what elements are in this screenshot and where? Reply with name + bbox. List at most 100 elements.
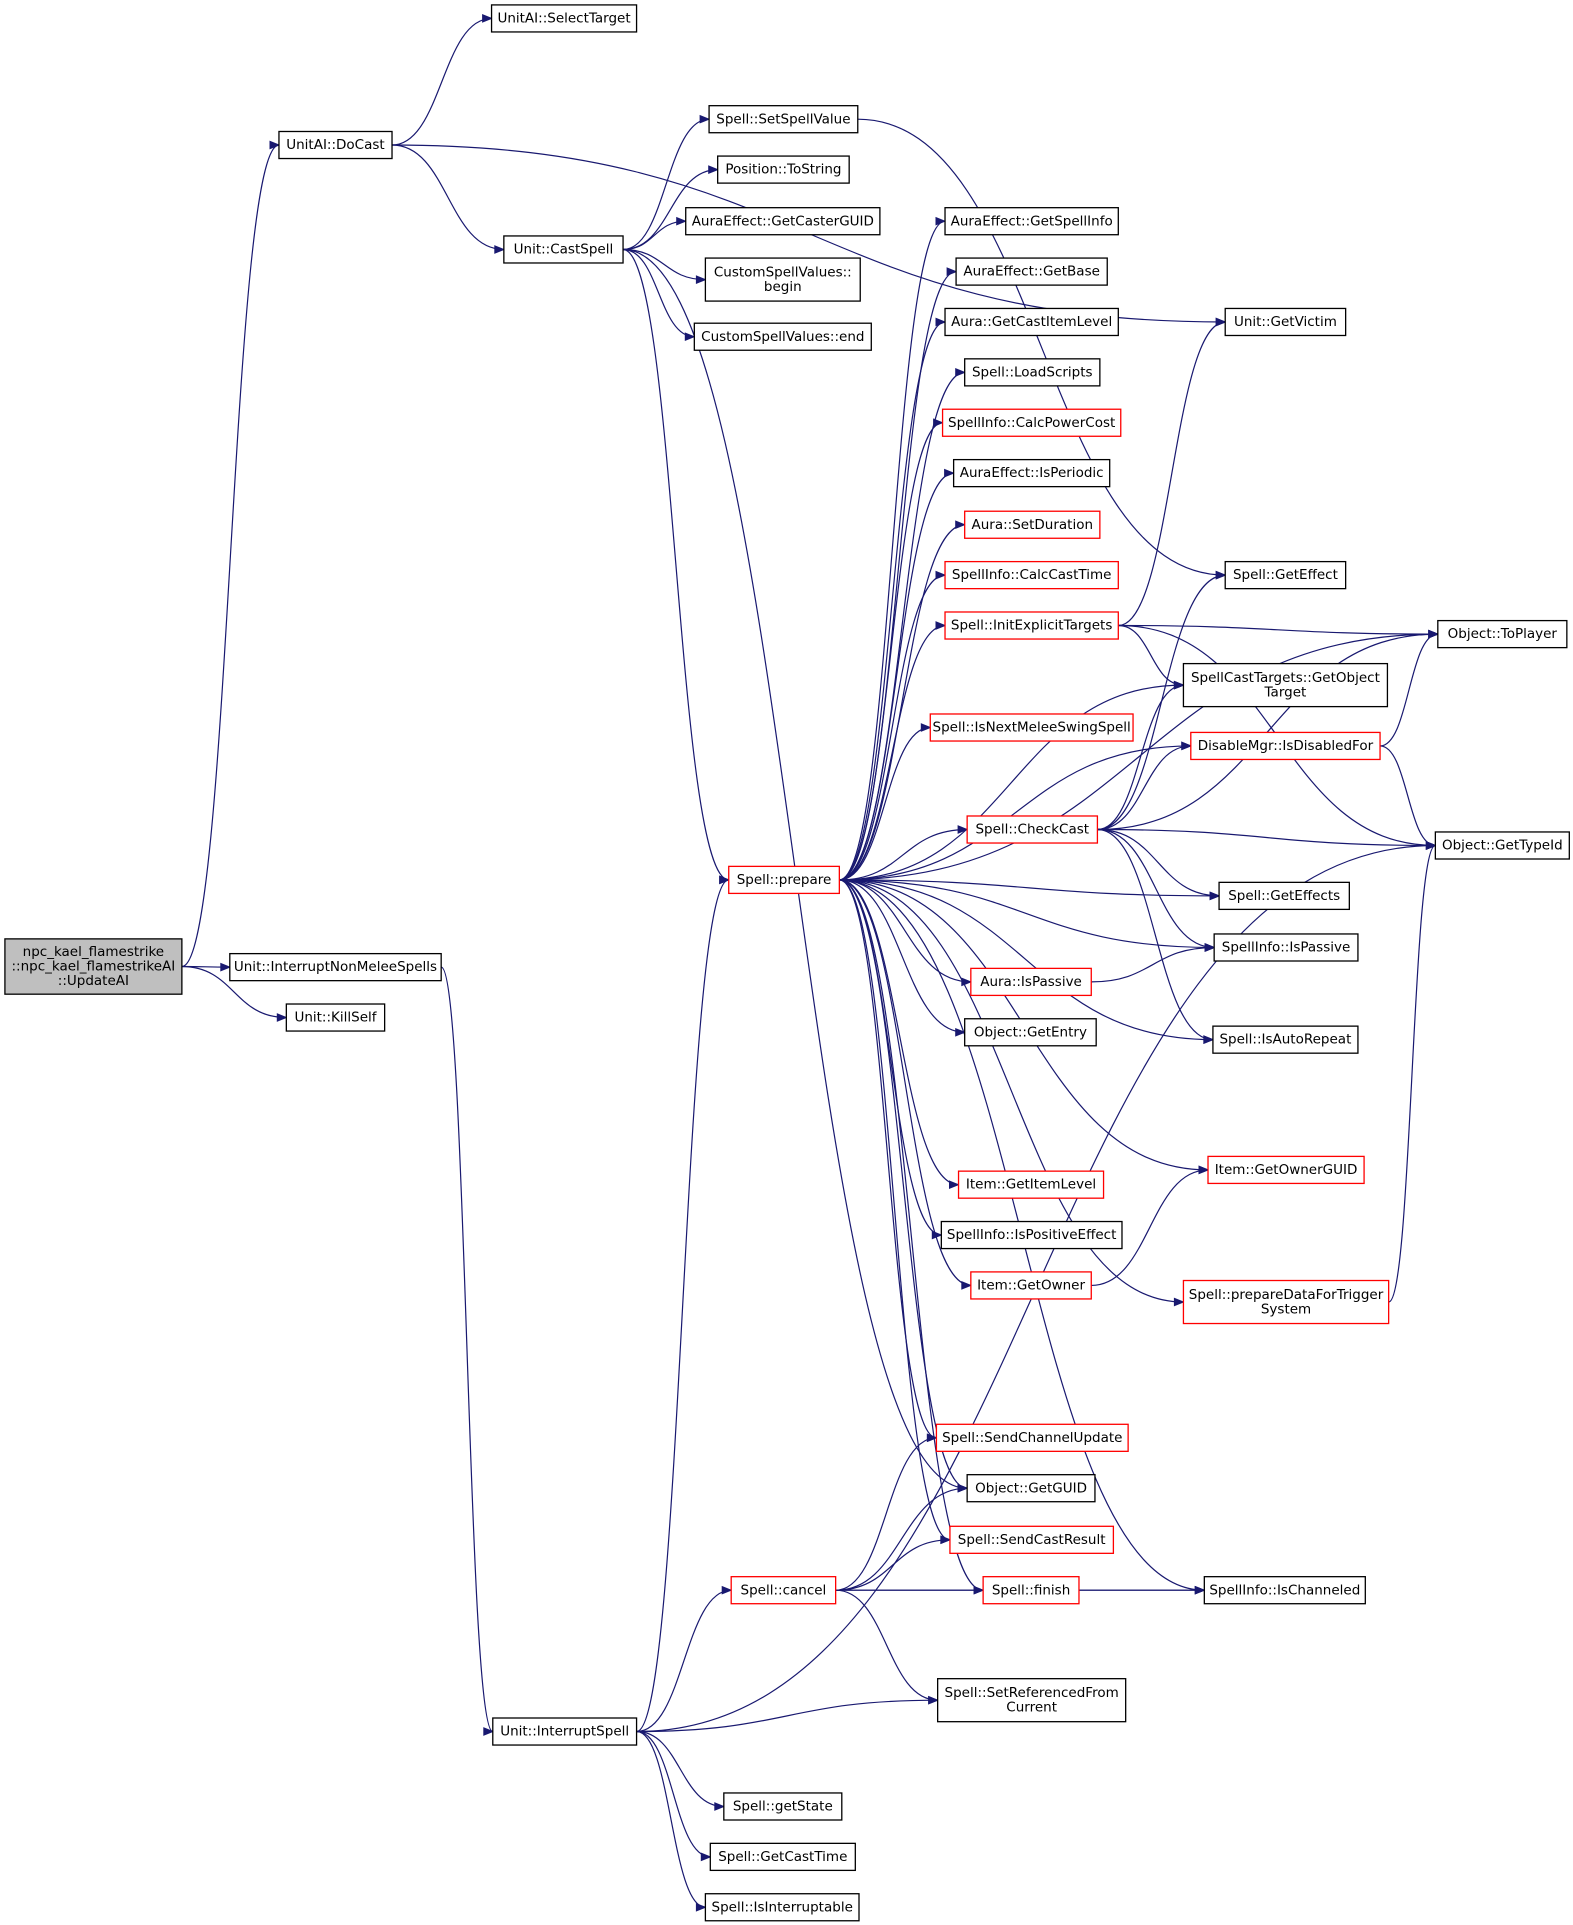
node-checkCast[interactable]: Spell::CheckCast — [966, 815, 1099, 844]
node-siIsPassive[interactable]: SpellInfo::IsPassive — [1213, 933, 1359, 962]
node-aeIsPeriodic[interactable]: AuraEffect::IsPeriodic — [952, 458, 1111, 488]
node-getState[interactable]: Spell::getState — [723, 1792, 843, 1821]
node-label: Unit::KillSelf — [294, 1010, 377, 1026]
node-getVictim[interactable]: Unit::GetVictim — [1224, 307, 1347, 337]
node-getTypeId[interactable]: Object::GetTypeId — [1434, 831, 1570, 860]
node-csvEnd[interactable]: CustomSpellValues::end — [693, 322, 872, 351]
node-getEffect[interactable]: Spell::GetEffect — [1224, 560, 1347, 590]
node-label: Spell::GetEffect — [1233, 567, 1338, 583]
node-initExplicitTargets[interactable]: Spell::InitExplicitTargets — [944, 611, 1119, 640]
node-box — [1437, 619, 1568, 649]
node-label: Unit::GetVictim — [1234, 314, 1337, 330]
node-box — [1182, 1279, 1390, 1325]
edge-checkCast-to-getTypeId — [1097, 828, 1437, 850]
node-isNextMelee[interactable]: Spell::IsNextMeleeSwingSpell — [929, 713, 1134, 742]
edge-path — [839, 684, 1184, 881]
edge-prepare-to-initExplicitTargets — [839, 621, 947, 881]
node-label: Spell::SendCastResult — [958, 1532, 1106, 1548]
node-objGetEntry[interactable]: Object::GetEntry — [964, 1018, 1097, 1047]
node-aeGetBase[interactable]: AuraEffect::GetBase — [955, 257, 1108, 286]
node-label: DisableMgr::IsDisabledFor — [1198, 738, 1374, 754]
node-box — [730, 1576, 837, 1605]
node-itemGetOwner[interactable]: Item::GetOwner — [970, 1271, 1092, 1300]
node-label: Spell::LoadScripts — [972, 364, 1093, 380]
node-auraIsPassive[interactable]: Aura::IsPassive — [970, 967, 1092, 997]
node-isInterruptable[interactable]: Spell::IsInterruptable — [704, 1893, 860, 1922]
node-calcPowerCost[interactable]: SpellInfo::CalcPowerCost — [941, 408, 1122, 437]
node-box — [490, 4, 638, 33]
edge-prepare-to-calcPowerCost — [839, 418, 944, 881]
edge-path — [636, 1730, 711, 1858]
node-sendChannelUpdate[interactable]: Spell::SendChannelUpdate — [935, 1423, 1129, 1452]
arrowhead — [1173, 680, 1185, 690]
node-objGetGUID[interactable]: Object::GetGUID — [966, 1474, 1096, 1503]
node-auraSetDuration[interactable]: Aura::SetDuration — [964, 510, 1101, 539]
node-label: Object::GetTypeId — [1442, 838, 1563, 854]
node-getCasterGUID[interactable]: AuraEffect::GetCasterGUID — [685, 207, 881, 236]
node-box — [964, 358, 1101, 387]
node-isChanneled[interactable]: SpellInfo::IsChanneled — [1203, 1576, 1366, 1605]
edge-prepare-to-prepareDataForTrigger — [839, 879, 1185, 1307]
node-castSpell[interactable]: Unit::CastSpell — [503, 235, 624, 264]
node-sendCastResult[interactable]: Spell::SendCastResult — [949, 1525, 1115, 1554]
node-disableMgr[interactable]: DisableMgr::IsDisabledFor — [1190, 731, 1381, 761]
node-csvBegin[interactable]: CustomSpellValues::begin — [704, 257, 861, 302]
edge-auraIsPassive-to-siIsPassive — [1091, 943, 1216, 983]
node-interruptSpell[interactable]: Unit::InterruptSpell — [492, 1717, 638, 1746]
edge-path — [1097, 828, 1213, 1041]
edge-path — [1118, 624, 1184, 686]
node-doCast[interactable]: UnitAI::DoCast — [278, 130, 393, 160]
arrowhead — [1194, 1585, 1206, 1595]
edge-prepare-to-sendCastResult — [839, 879, 952, 1545]
node-box — [704, 257, 861, 302]
node-box — [229, 952, 442, 982]
node-prepare[interactable]: Spell::prepare — [728, 865, 840, 895]
edge-path — [835, 1437, 937, 1591]
arrowhead — [1198, 1165, 1210, 1175]
arrowhead — [1173, 1297, 1185, 1307]
node-box — [944, 307, 1119, 337]
node-box — [492, 1717, 638, 1746]
edge-path — [392, 144, 504, 251]
node-getOwnerGUID[interactable]: Item::GetOwnerGUID — [1207, 1155, 1365, 1185]
arrowhead — [1215, 570, 1227, 580]
node-label: Spell::SendChannelUpdate — [942, 1430, 1122, 1446]
edge-path — [839, 726, 931, 881]
node-toPlayer[interactable]: Object::ToPlayer — [1437, 619, 1568, 649]
node-auraGetCastItemLevel[interactable]: Aura::GetCastItemLevel — [944, 307, 1119, 337]
node-getCastTime[interactable]: Spell::GetCastTime — [709, 1842, 856, 1872]
edge-castSpell-to-setSpellValue — [623, 114, 711, 251]
edge-prepare-to-objGetGUID — [839, 879, 969, 1493]
arrowhead — [695, 275, 707, 284]
node-getEffects[interactable]: Spell::GetEffects — [1218, 881, 1350, 911]
node-calcCastTime[interactable]: SpellInfo::CalcCastTime — [944, 560, 1119, 590]
edge-spellCancel-to-sendChannelUpdate — [835, 1433, 938, 1591]
node-selectTarget[interactable]: UnitAI::SelectTarget — [490, 4, 638, 33]
node-isAutoRepeat[interactable]: Spell::IsAutoRepeat — [1212, 1025, 1359, 1054]
node-siIsPositiveEffect[interactable]: SpellInfo::IsPositiveEffect — [940, 1220, 1123, 1250]
node-box — [966, 815, 1099, 844]
nodes-layer: npc_kael_flamestrike::npc_kael_flamestri… — [4, 4, 1570, 1922]
arrowhead — [714, 1802, 726, 1811]
node-aeGetSpellInfo[interactable]: AuraEffect::GetSpellInfo — [944, 207, 1119, 236]
node-box — [1224, 307, 1347, 337]
node-posToString[interactable]: Position::ToString — [717, 155, 850, 184]
node-setSpellValue[interactable]: Spell::SetSpellValue — [708, 105, 859, 134]
node-label: SpellInfo::CalcCastTime — [952, 567, 1112, 583]
edge-path — [181, 965, 287, 1019]
node-spellFinish[interactable]: Spell::finish — [982, 1576, 1080, 1605]
node-loadScripts[interactable]: Spell::LoadScripts — [964, 358, 1101, 387]
node-label: Item::GetItemLevel — [966, 1177, 1096, 1193]
node-root[interactable]: npc_kael_flamestrike::npc_kael_flamestri… — [4, 938, 183, 995]
arrowhead — [220, 962, 232, 972]
node-spellCancel[interactable]: Spell::cancel — [730, 1576, 837, 1605]
node-itemGetItemLevel[interactable]: Item::GetItemLevel — [957, 1170, 1105, 1199]
arrowhead — [1425, 841, 1437, 850]
node-killSelf[interactable]: Unit::KillSelf — [285, 1003, 386, 1032]
node-interruptNonMelee[interactable]: Unit::InterruptNonMeleeSpells — [229, 952, 442, 982]
node-label: Object::ToPlayer — [1448, 626, 1558, 642]
node-box — [944, 207, 1119, 236]
